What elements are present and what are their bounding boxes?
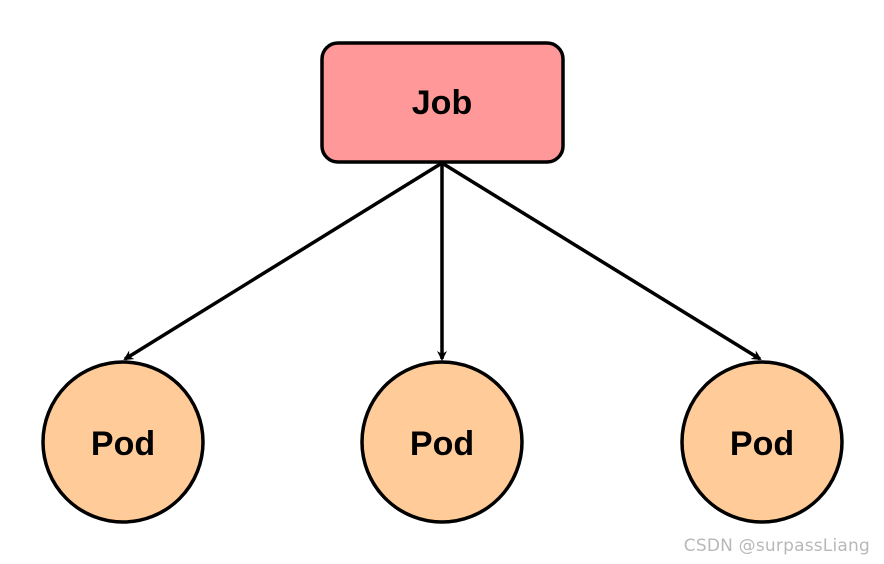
pod-node-right: Pod <box>680 360 844 524</box>
job-node: Job <box>320 41 565 164</box>
edge-job-to-pod-left <box>123 161 443 361</box>
edge-job-to-pod-right <box>441 161 762 361</box>
pod-label: Pod <box>410 425 474 463</box>
pod-circle <box>41 360 205 524</box>
job-box <box>320 41 565 164</box>
watermark-text: CSDN @surpassLiang <box>683 536 870 556</box>
edges <box>123 161 762 361</box>
pod-node-left: Pod <box>41 360 205 524</box>
pod-label: Pod <box>91 425 155 463</box>
pod-node-middle: Pod <box>360 360 524 524</box>
pod-circle <box>360 360 524 524</box>
job-label: Job <box>412 84 472 122</box>
pod-circle <box>680 360 844 524</box>
pod-label: Pod <box>730 425 794 463</box>
